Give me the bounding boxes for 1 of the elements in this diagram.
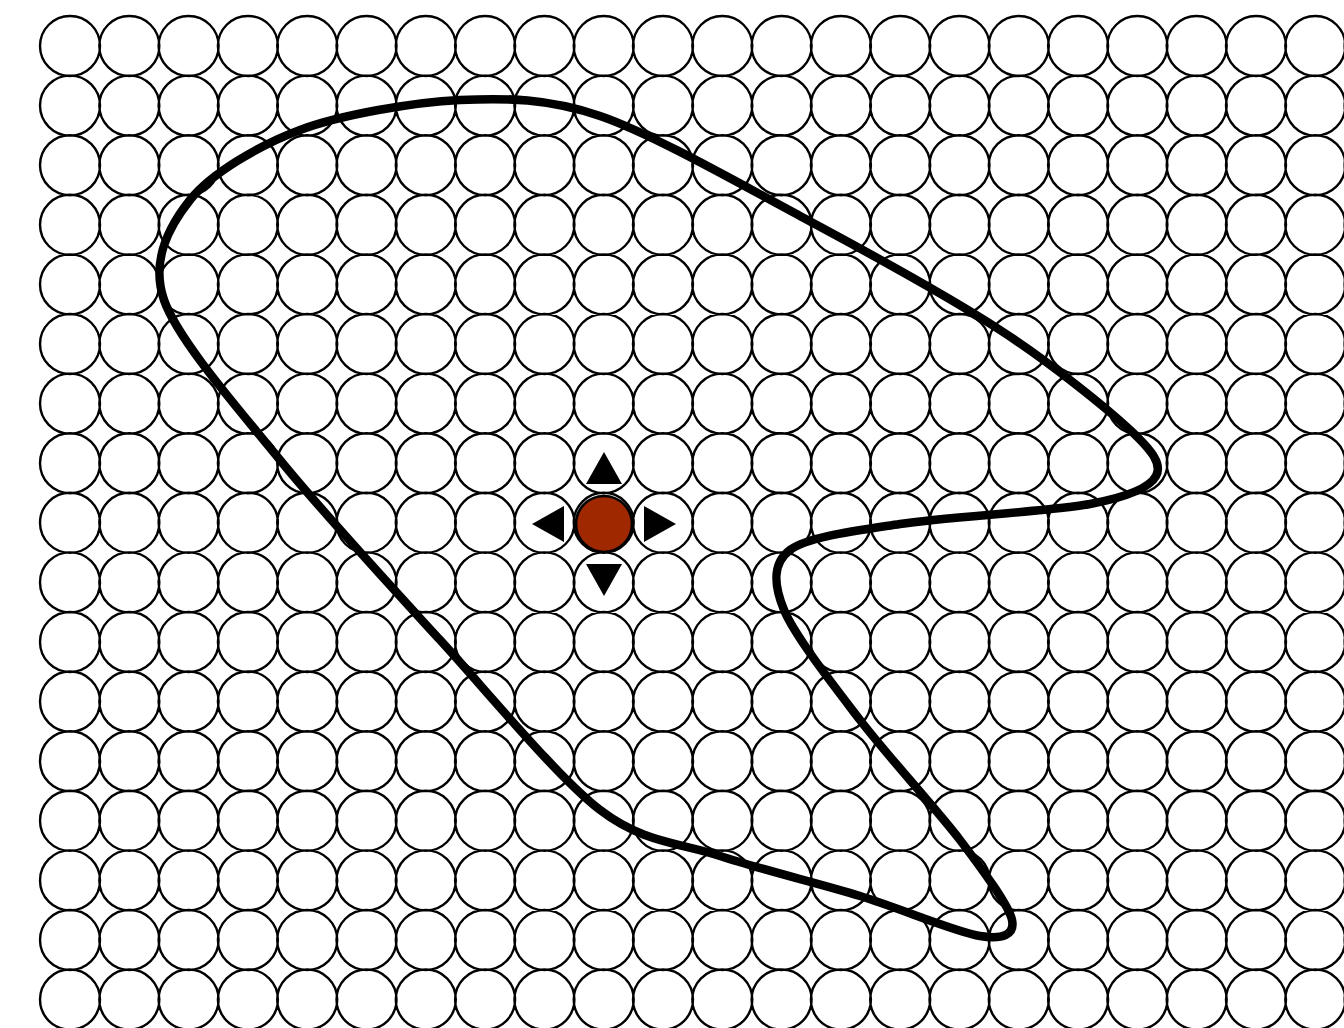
marker-circle xyxy=(574,494,634,554)
